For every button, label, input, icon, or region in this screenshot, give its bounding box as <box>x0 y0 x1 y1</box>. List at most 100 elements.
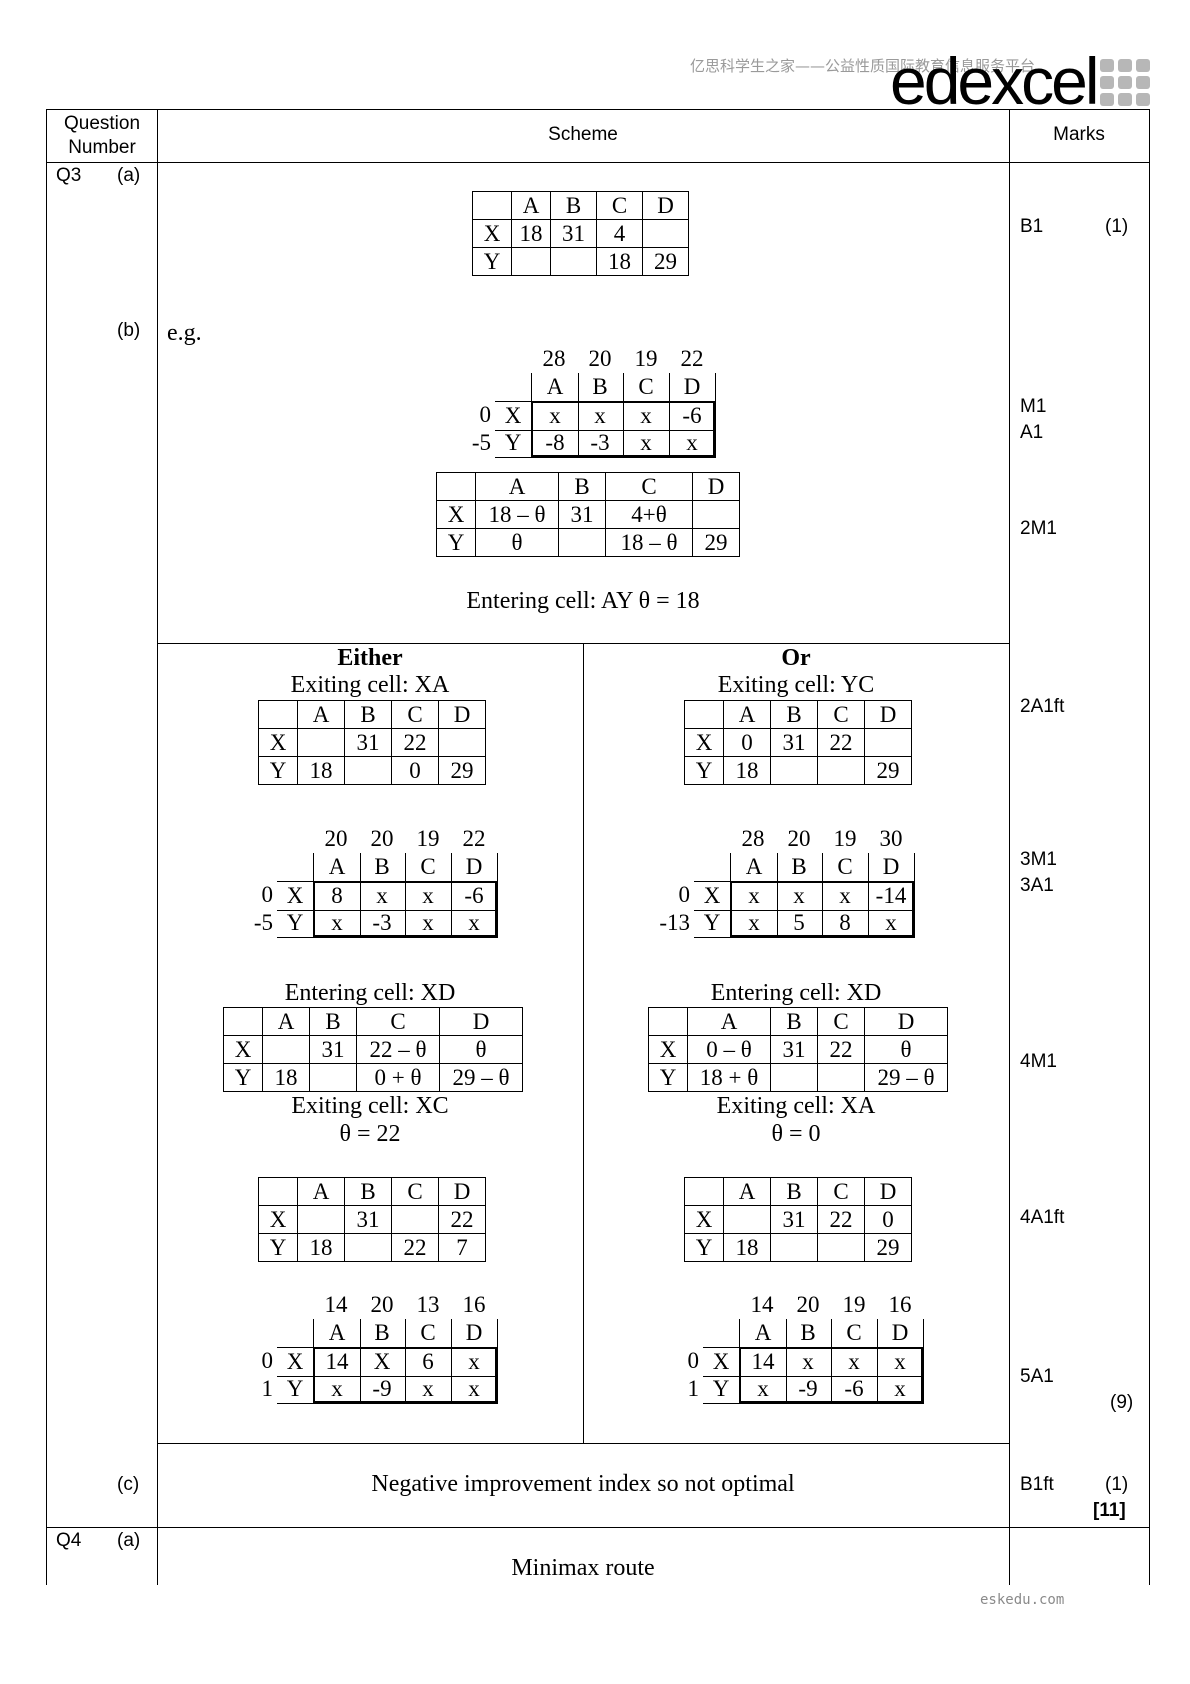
grid-col-header: D <box>877 1319 924 1347</box>
table-cell: Y <box>223 1063 263 1092</box>
table-cell: 0 – θ <box>687 1035 771 1064</box>
table-cell <box>684 1177 724 1206</box>
grid-col-header: D <box>451 853 498 881</box>
table-cell: Y <box>258 756 298 785</box>
entering-cell-ay: Entering cell: AY θ = 18 <box>466 588 700 614</box>
table-cell: 18 + θ <box>687 1063 771 1092</box>
table-cell: 0 <box>391 756 439 785</box>
shadow-cost-r: -5 <box>471 430 491 455</box>
table-cell: A <box>511 191 551 220</box>
grid-col-header: C <box>822 853 869 881</box>
grid-col-header: B <box>577 373 624 401</box>
shadow-cost-r: 0 <box>261 882 274 907</box>
table-cell: 29 – θ <box>439 1063 523 1092</box>
grid-row-header: X <box>703 1347 739 1377</box>
grid-cell: x <box>730 909 778 938</box>
logo-dots-icon <box>1100 59 1152 106</box>
grid-col-header: D <box>868 853 915 881</box>
q-separator <box>46 1527 1150 1528</box>
either-theta-22: θ = 22 <box>339 1121 401 1147</box>
mark-m1: M1 <box>1020 396 1047 417</box>
grid-cell: x <box>822 881 869 911</box>
shadow-cost-k: 20 <box>370 1292 394 1317</box>
table-cell: X <box>684 728 724 757</box>
table-cell: 31 <box>550 219 597 248</box>
table-cell: 22 <box>817 1205 865 1234</box>
table-cell <box>684 700 724 729</box>
table-cell: 29 – θ <box>864 1063 948 1092</box>
grid-cell: 8 <box>822 909 869 938</box>
table-cell: 29 <box>642 247 689 276</box>
table-cell: 18 – θ <box>475 500 559 529</box>
table-cell: 29 <box>864 1233 912 1262</box>
grid-cell: x <box>531 401 579 431</box>
grid-col-header: D <box>451 1319 498 1347</box>
table-cell: 31 <box>770 1205 818 1234</box>
grid-col-header: B <box>359 853 406 881</box>
table-cell: D <box>439 1007 523 1036</box>
table-cell: A <box>297 1177 345 1206</box>
table-cell: 31 <box>309 1035 357 1064</box>
table-cell: Y <box>436 528 476 557</box>
col-divider-1 <box>157 109 158 1585</box>
mark-4m1: 4M1 <box>1020 1051 1057 1072</box>
grid-cell: -9 <box>785 1375 832 1404</box>
grid-cell: x <box>785 1347 832 1377</box>
table-cell <box>817 756 865 785</box>
q3-part-b: (b) <box>117 320 141 341</box>
column-marks: Marks <box>1053 124 1105 145</box>
either-heading: Either <box>337 645 403 671</box>
grid-col-header: D <box>669 373 716 401</box>
or-heading: Or <box>781 645 811 671</box>
grid-cell: 14 <box>739 1347 787 1377</box>
table-cell: C <box>596 191 643 220</box>
table-cell: 22 – θ <box>356 1035 440 1064</box>
mark-5a1: 5A1 <box>1020 1366 1054 1387</box>
table-cell <box>344 756 392 785</box>
table-cell <box>262 1035 310 1064</box>
grid-col-header: A <box>531 373 579 401</box>
shadow-cost-k: 22 <box>462 826 486 851</box>
table-cell: C <box>817 1007 865 1036</box>
table-cell: Y <box>684 756 724 785</box>
grid-cell: x <box>451 1375 498 1404</box>
grid-cell: 5 <box>776 909 823 938</box>
grid-col-header: C <box>405 853 452 881</box>
table-cell: C <box>391 1177 439 1206</box>
table-cell: D <box>438 700 486 729</box>
grid-cell: x <box>669 429 716 458</box>
shadow-cost-k: 28 <box>741 826 765 851</box>
table-cell: X <box>258 728 298 757</box>
mark-c: B1ft <box>1020 1474 1054 1495</box>
shadow-cost-k: 19 <box>416 826 440 851</box>
header-bottom <box>46 162 1150 163</box>
table-cell: 29 <box>864 756 912 785</box>
table-cell: 4 <box>596 219 643 248</box>
either-entering-xd: Entering cell: XD <box>284 980 456 1006</box>
or-exiting-xa: Exiting cell: XA <box>716 1093 876 1119</box>
shadow-cost-r: 0 <box>687 1348 700 1373</box>
table-cell: Y <box>648 1063 688 1092</box>
shadow-cost-k: 14 <box>750 1292 774 1317</box>
grid-col-header: C <box>831 1319 878 1347</box>
grid-col-header: A <box>730 853 778 881</box>
grid-cell: x <box>623 429 670 458</box>
q3-label: Q3 <box>56 165 82 186</box>
grid-row-header: Y <box>694 909 730 938</box>
watermark-text: 亿思科学生之家——公益性质国际教育信息服务平台 <box>690 57 1036 75</box>
table-cell: 18 <box>511 219 551 248</box>
frame-top <box>46 109 1150 110</box>
grid-cell: -6 <box>451 881 498 911</box>
mark-b-total: (9) <box>1110 1392 1134 1413</box>
shadow-cost-r: 1 <box>261 1376 274 1401</box>
table-cell: Y <box>258 1233 298 1262</box>
grid-cell: x <box>730 881 778 911</box>
mark-3m1: 3M1 <box>1020 849 1057 870</box>
column-question-number: Question Number <box>63 113 141 158</box>
table-cell: 22 <box>391 728 439 757</box>
shadow-cost-k: 20 <box>787 826 811 851</box>
table-cell: A <box>262 1007 310 1036</box>
table-cell: B <box>344 1177 392 1206</box>
